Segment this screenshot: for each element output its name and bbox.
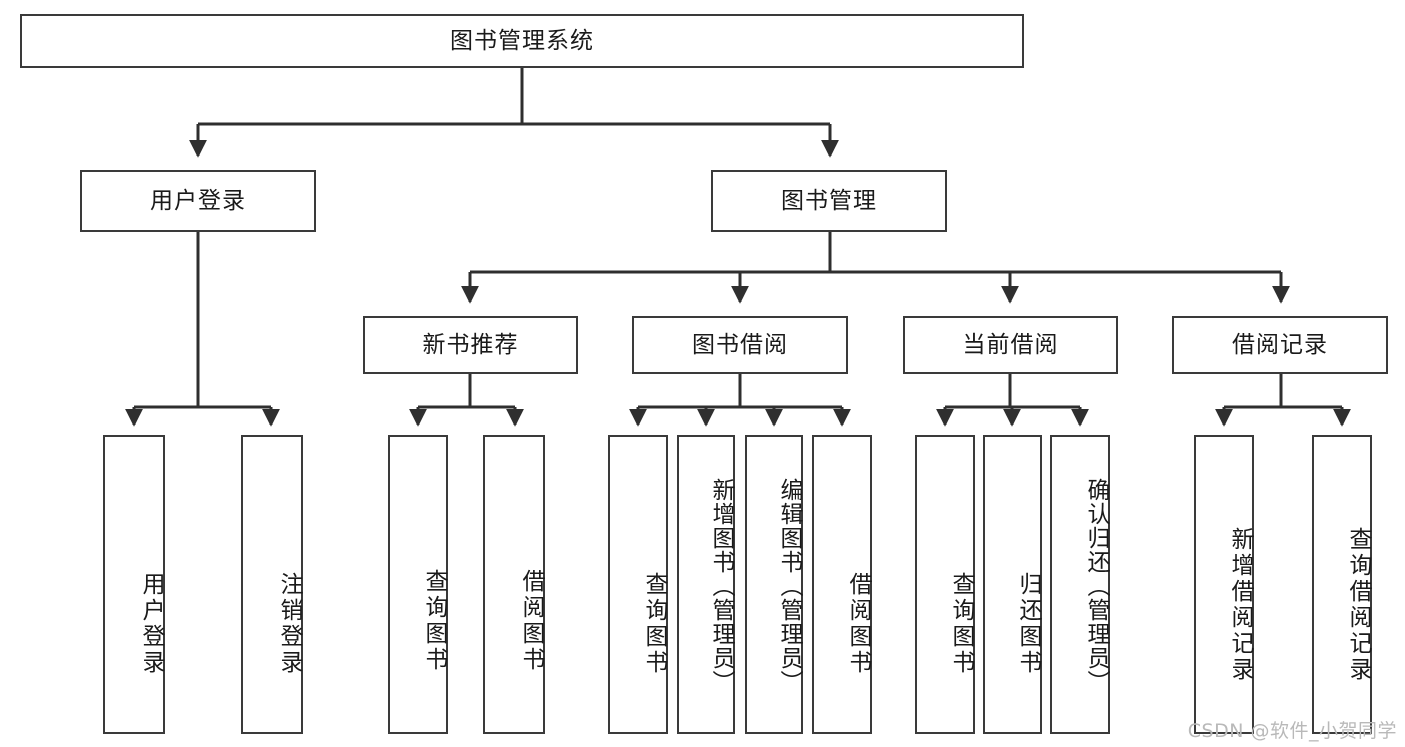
leaf-borrow-book-2[interactable]: 借阅图书 (812, 435, 872, 734)
leaf-query-book-2-label: 查询图书 (641, 571, 667, 676)
node-current-borrow-label: 当前借阅 (962, 331, 1059, 358)
leaf-user-login[interactable]: 用户登录 (103, 435, 165, 734)
node-book-management-label: 图书管理 (781, 187, 877, 214)
leaf-borrow-book-1-label: 借阅图书 (518, 568, 544, 673)
leaf-return-book-label: 归还图书 (1015, 571, 1041, 676)
leaf-query-book-1-label: 查询图书 (421, 568, 447, 673)
leaf-borrow-book-1[interactable]: 借阅图书 (483, 435, 545, 734)
leaf-user-login-label: 用户登录 (138, 571, 164, 676)
leaf-query-borrow-record[interactable]: 查询借阅记录 (1312, 435, 1372, 734)
leaf-query-book-3[interactable]: 查询图书 (915, 435, 975, 734)
leaf-add-borrow-record-label: 新增借阅记录 (1227, 526, 1253, 683)
leaf-query-book-1[interactable]: 查询图书 (388, 435, 448, 734)
node-borrow-record[interactable]: 借阅记录 (1172, 316, 1388, 374)
node-book-borrow-label: 图书借阅 (692, 331, 788, 358)
leaf-return-book[interactable]: 归还图书 (983, 435, 1042, 734)
leaf-confirm-return-admin-label: 确认归还（管理员） (1083, 477, 1109, 694)
node-book-borrow[interactable]: 图书借阅 (632, 316, 848, 374)
watermark: CSDN @软件_小贺同学 (1187, 720, 1397, 742)
leaf-confirm-return-admin[interactable]: 确认归还（管理员） (1050, 435, 1110, 734)
node-root[interactable]: 图书管理系统 (20, 14, 1024, 68)
node-current-borrow[interactable]: 当前借阅 (903, 316, 1118, 374)
leaf-query-borrow-record-label: 查询借阅记录 (1345, 526, 1371, 683)
node-borrow-record-label: 借阅记录 (1232, 331, 1328, 358)
leaf-edit-book-admin-label: 编辑图书（管理员） (776, 477, 802, 694)
leaf-logout[interactable]: 注销登录 (241, 435, 303, 734)
leaf-query-book-2[interactable]: 查询图书 (608, 435, 668, 734)
leaf-logout-label: 注销登录 (276, 571, 302, 676)
node-new-book-recommend-label: 新书推荐 (422, 331, 519, 358)
leaf-add-book-admin[interactable]: 新增图书（管理员） (677, 435, 735, 734)
leaf-query-book-3-label: 查询图书 (948, 571, 974, 676)
leaf-add-book-admin-label: 新增图书（管理员） (708, 477, 734, 694)
leaf-add-borrow-record[interactable]: 新增借阅记录 (1194, 435, 1254, 734)
leaf-borrow-book-2-label: 借阅图书 (845, 571, 871, 676)
node-new-book-recommend[interactable]: 新书推荐 (363, 316, 578, 374)
node-user-login-label: 用户登录 (150, 187, 246, 214)
node-book-management[interactable]: 图书管理 (711, 170, 947, 232)
leaf-edit-book-admin[interactable]: 编辑图书（管理员） (745, 435, 803, 734)
node-user-login[interactable]: 用户登录 (80, 170, 316, 232)
node-root-label: 图书管理系统 (450, 27, 594, 54)
